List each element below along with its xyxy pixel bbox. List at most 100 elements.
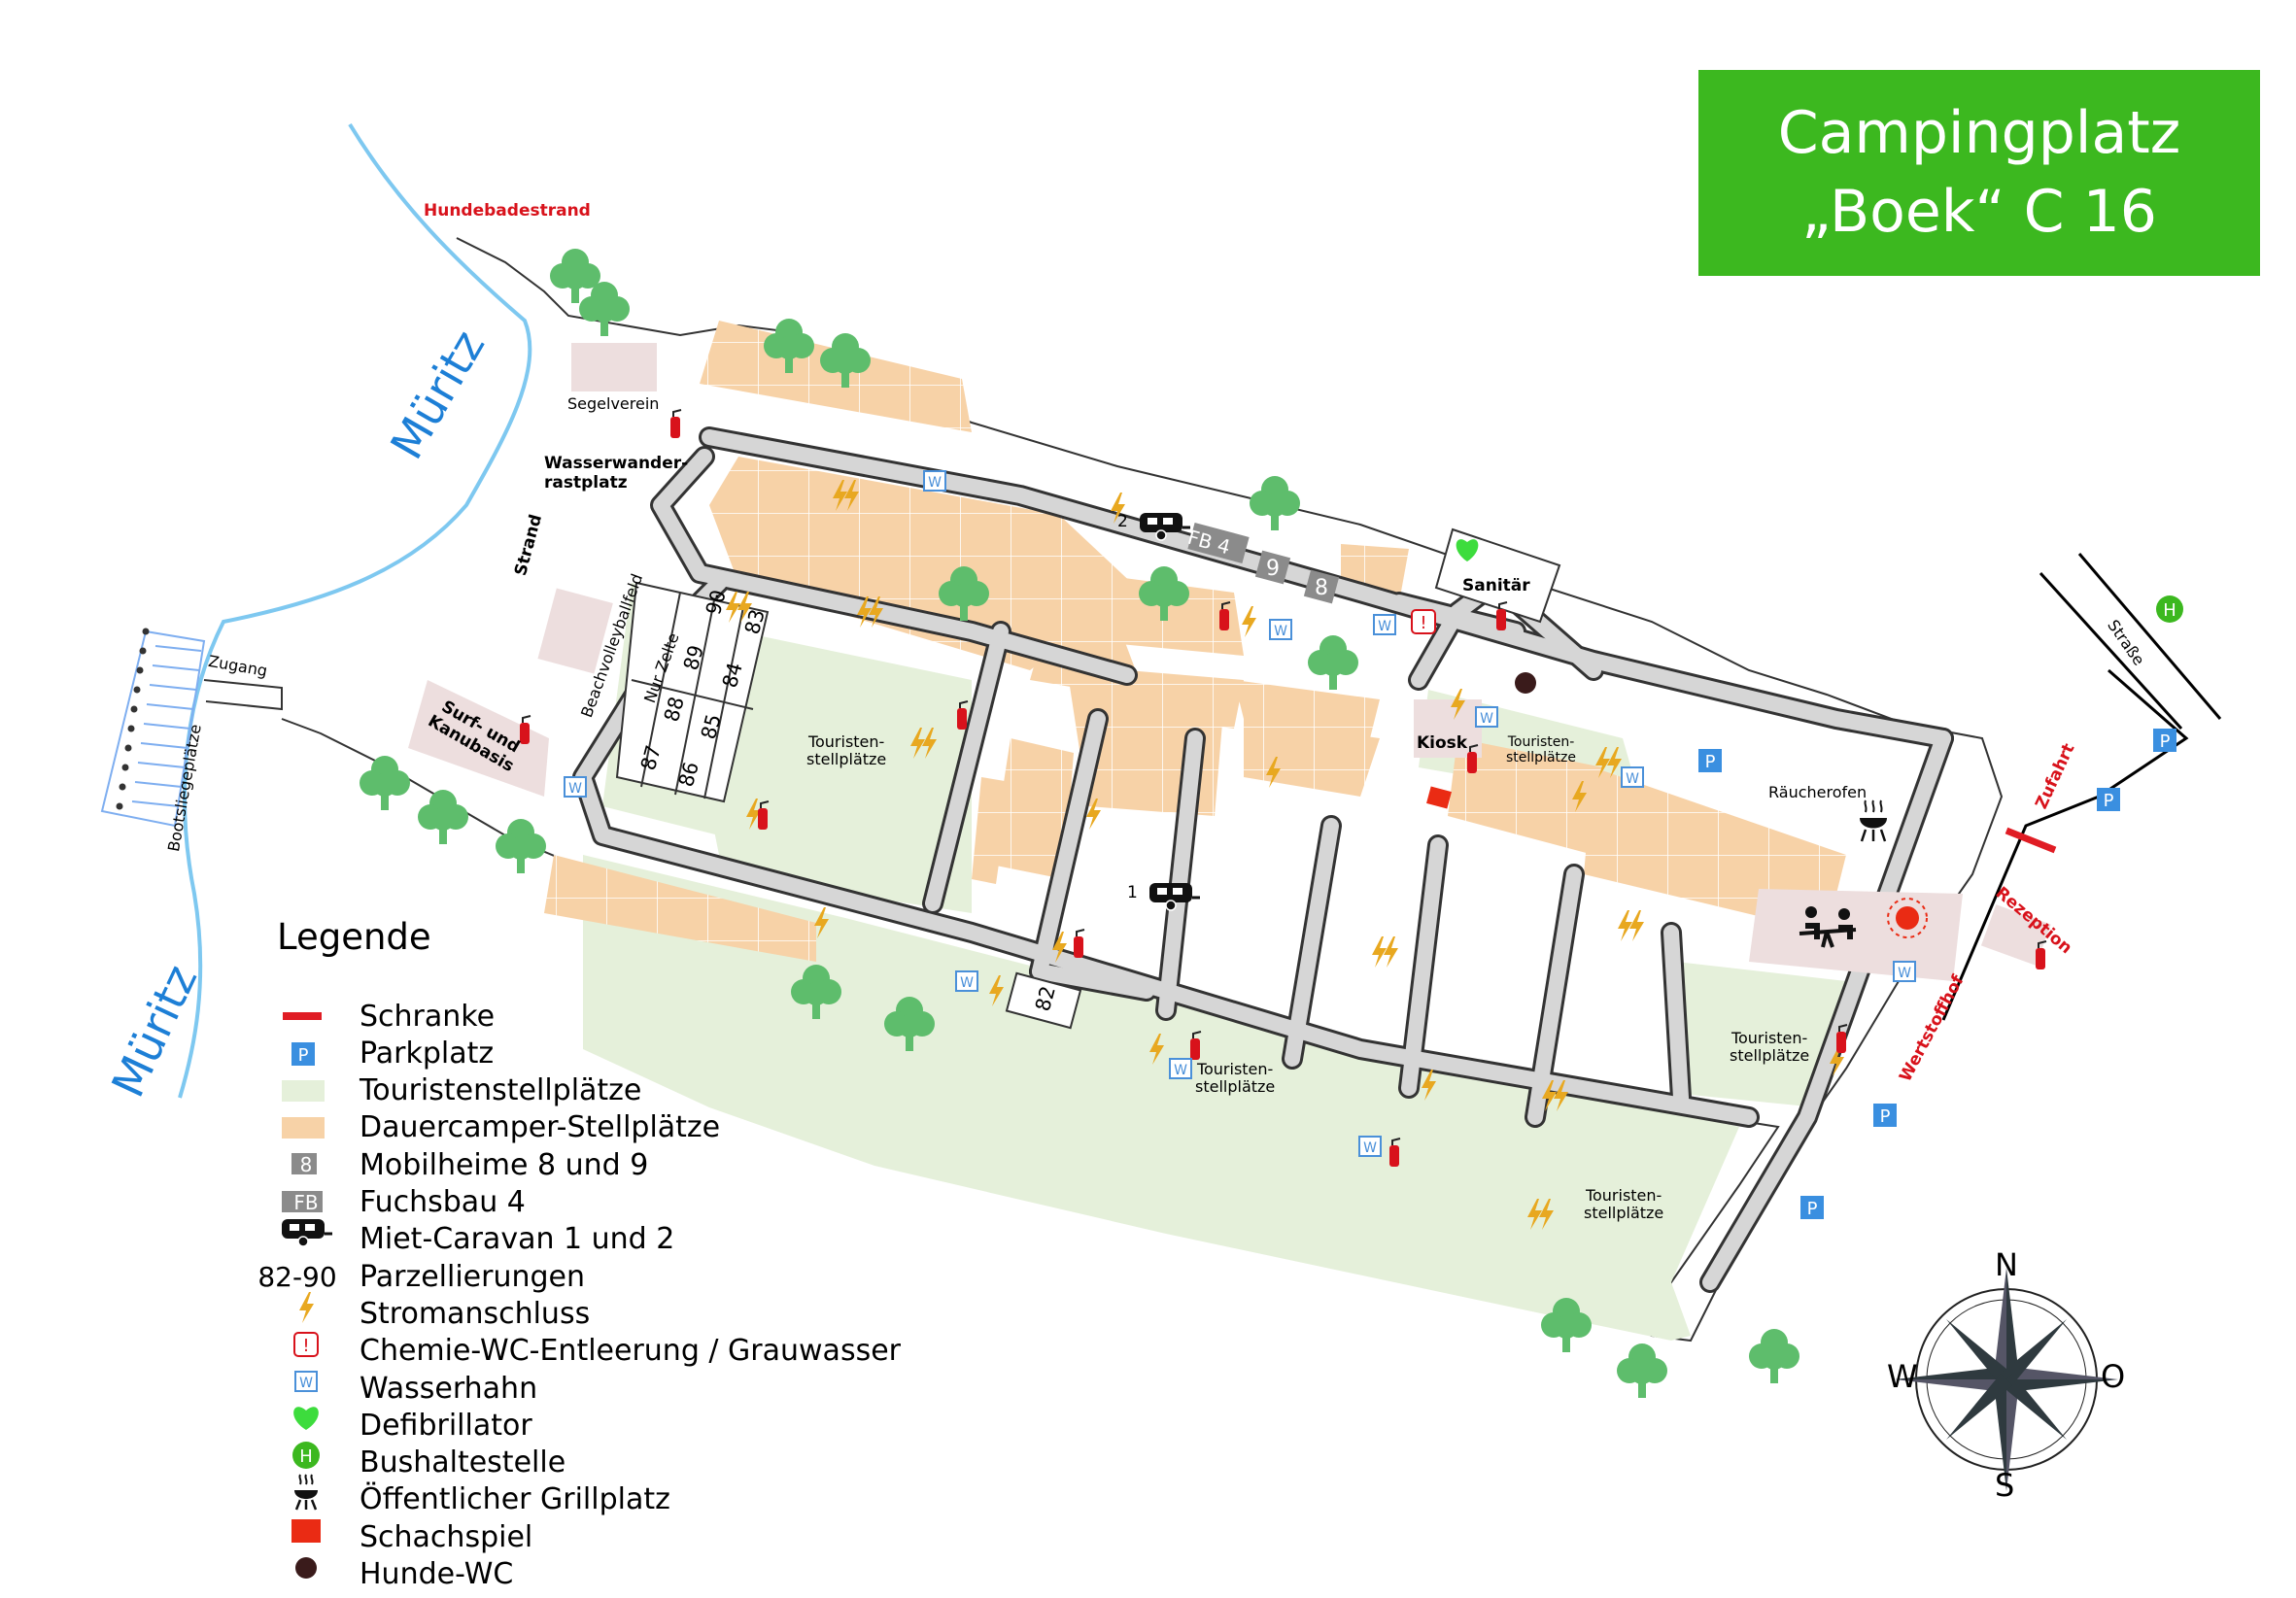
legend-label: Bushaltestelle	[360, 1445, 566, 1480]
legend-label: Dauercamper-Stellplätze	[360, 1110, 721, 1145]
parking-icon	[253, 1036, 360, 1071]
label-mobilheim-9: 9	[1266, 557, 1280, 581]
label-kiosk: Kiosk	[1417, 733, 1468, 753]
chemie-icon	[253, 1334, 360, 1369]
legend-label: Chemie-WC-Entleerung / Grauwasser	[360, 1334, 901, 1369]
caravan-1	[1148, 881, 1202, 912]
label-caravan-1: 1	[1127, 883, 1138, 902]
grill-icon	[1860, 799, 1887, 842]
dauercamper-icon	[253, 1110, 360, 1145]
legend-title: Legende	[277, 916, 431, 958]
bus-icon	[253, 1445, 360, 1480]
tourist-area-east	[1671, 962, 1846, 1107]
defi-icon	[253, 1408, 360, 1443]
legend-code: 82-90	[257, 1260, 337, 1293]
legend-label: Mobilheime 8 und 9	[360, 1147, 649, 1182]
legend-label: Wasserhahn	[360, 1371, 538, 1406]
legend-item-touristen: Touristenstellplätze	[253, 1073, 641, 1108]
reception-building	[1980, 904, 2051, 966]
label-touristen-3: Touristen- stellplätze	[1730, 1029, 1810, 1066]
legend-label: Fuchsbau 4	[360, 1185, 526, 1219]
chess-icon	[1426, 786, 1452, 809]
zelte-parcels	[615, 581, 770, 803]
legend-item-bus: Bushaltestelle	[253, 1445, 565, 1480]
label-touristen-4: Touristen- stellplätze	[1195, 1060, 1276, 1097]
svg-text:!: !	[1420, 613, 1426, 633]
bus-stop-icon: H	[2156, 595, 2183, 623]
hunde-icon	[253, 1557, 360, 1592]
legend-item-fuchsbau: FB Fuchsbau 4	[253, 1185, 526, 1220]
tourist-area-south	[583, 855, 1739, 1341]
compass-o: O	[2101, 1358, 2126, 1395]
legend-item-schach: Schachspiel	[253, 1519, 532, 1554]
legend-label: Öffentlicher Grillplatz	[360, 1482, 670, 1517]
legend-item-caravan: Miet-Caravan 1 und 2	[253, 1222, 674, 1257]
playground	[1749, 889, 1963, 981]
compass-n: N	[1995, 1246, 2018, 1283]
legend-label: Defibrillator	[360, 1408, 532, 1443]
label-caravan-2: 2	[1117, 512, 1128, 531]
legend-label: Hunde-WC	[360, 1557, 514, 1591]
label-sanitaer: Sanitär	[1462, 576, 1530, 595]
map-title: Campingplatz „Boek“ C 16	[1698, 70, 2260, 276]
surf-base	[408, 680, 549, 797]
public-road	[1941, 553, 2222, 1021]
label-segelverein: Segelverein	[567, 394, 660, 413]
svg-text:H: H	[299, 1446, 313, 1467]
sanitaer-building	[1434, 527, 1561, 624]
label-raeucherofen: Räucherofen	[1768, 783, 1868, 801]
touristen-icon	[253, 1073, 360, 1108]
parcel-82-box	[1005, 971, 1082, 1030]
dog-toilet-icon	[1515, 672, 1536, 694]
playground-icon	[1799, 906, 1857, 948]
beach-volleyball-court	[537, 588, 613, 674]
chemie-wc-icon: !	[1411, 609, 1436, 634]
label-touristen-5: Touristen- stellplätze	[1584, 1186, 1664, 1223]
svg-text:H: H	[2163, 600, 2176, 621]
legend-item-strom: Stromanschluss	[253, 1296, 590, 1331]
legend-item-defi: Defibrillator	[253, 1408, 532, 1443]
legend-label: Touristenstellplätze	[360, 1073, 642, 1108]
label-hundebadestrand: Hundebadestrand	[424, 201, 591, 221]
boat-moorings	[100, 629, 206, 828]
barrier	[2005, 827, 2057, 854]
legend-code: FB	[293, 1190, 319, 1214]
title-line-2: „Boek“ C 16	[1801, 178, 2157, 246]
tourist-area-center	[700, 631, 972, 913]
compass-s: S	[1995, 1467, 2015, 1504]
label-touristen-1: Touristen- stellplätze	[806, 732, 887, 769]
wasser-icon	[253, 1371, 360, 1406]
grill-icon	[253, 1482, 360, 1517]
legend-label: Schranke	[360, 999, 496, 1034]
label-mobilheim-8: 8	[1315, 576, 1328, 600]
target-icon	[1887, 898, 1928, 938]
compass-w: W	[1887, 1358, 1918, 1395]
legend-item-wasser: Wasserhahn	[253, 1371, 537, 1406]
svg-text:!: !	[302, 1336, 309, 1356]
legend-item-hunde: Hunde-WC	[253, 1557, 513, 1592]
legend-label: Schachspiel	[360, 1519, 533, 1554]
title-line-1: Campingplatz	[1777, 99, 2181, 167]
legend-symbols: ! H	[280, 1012, 334, 1579]
label-wasserwanderrastplatz: Wasserwander- rastplatz	[544, 454, 689, 493]
lake-shoreline	[178, 122, 532, 1099]
legend-item-dauercamper: Dauercamper-Stellplätze	[253, 1110, 720, 1145]
schach-icon	[253, 1519, 360, 1554]
fuchsbau-icon: FB	[253, 1185, 360, 1220]
legend-item-chemie: Chemie-WC-Entleerung / Grauwasser	[253, 1334, 901, 1369]
parzellen-icon: 82-90	[253, 1259, 360, 1294]
legend-item-schranke: Schranke	[253, 999, 495, 1034]
legend-item-parking: Parkplatz	[253, 1036, 494, 1071]
legend-item-grill: Öffentlicher Grillplatz	[253, 1482, 670, 1517]
legend-label: Parkplatz	[360, 1036, 495, 1071]
legend-label: Stromanschluss	[360, 1296, 591, 1331]
mobile-homes	[1187, 522, 1340, 604]
segelverein-building	[571, 343, 657, 391]
label-touristen-2: Touristen- stellplätze	[1506, 734, 1576, 766]
caravan-icon	[253, 1222, 360, 1257]
compass-rose	[1895, 1268, 2118, 1491]
strom-icon	[253, 1296, 360, 1331]
schranke-icon	[253, 999, 360, 1034]
